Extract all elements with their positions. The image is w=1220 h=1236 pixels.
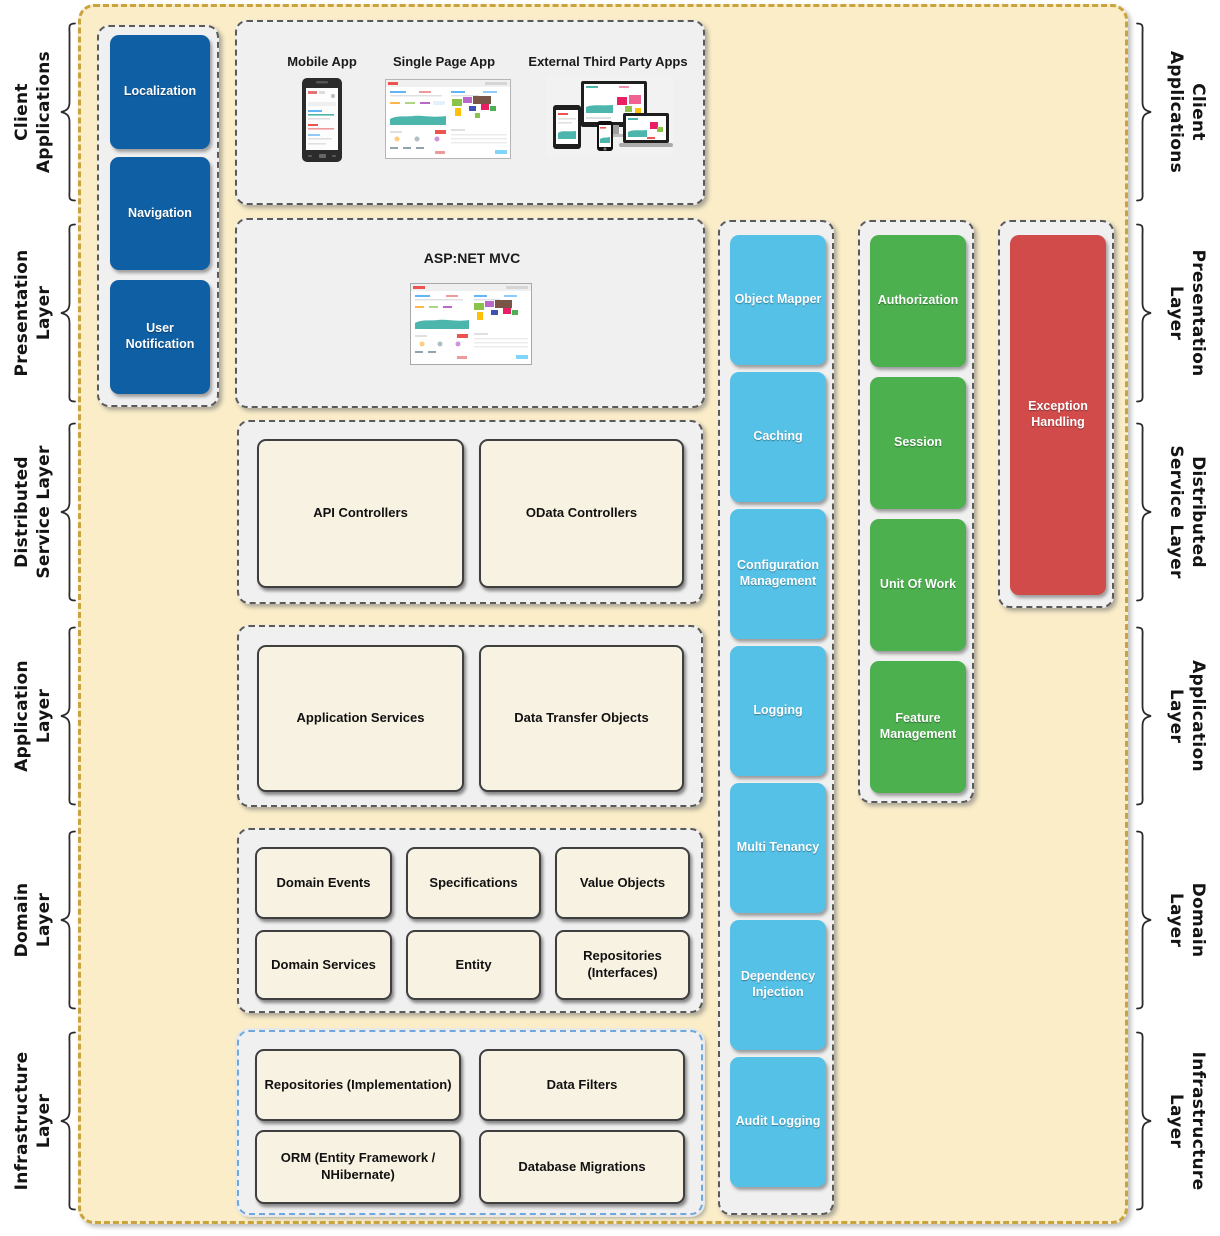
repositories-interfaces-box: Repositories (Interfaces) [555,930,690,1000]
domain-panel: Domain Events Specifications Value Objec… [237,828,703,1013]
ui-services-panel: Localization Navigation User Notificatio… [97,25,219,407]
user-notification-box: User Notification [110,280,210,394]
domain-events-box: Domain Events [255,847,392,919]
mobile-app-image [300,77,344,168]
layer-brace [58,830,78,1010]
external-apps-label: External Third Party Apps [528,54,688,69]
specifications-box: Specifications [406,847,541,919]
infrastructure-panel: Repositories (Implementation) Data Filte… [237,1030,703,1215]
data-transfer-objects-box: Data Transfer Objects [479,645,684,792]
value-objects-box: Value Objects [555,847,690,919]
domain-services-box: Domain Services [255,930,392,1000]
multi-tenancy-box: Multi Tenancy [730,783,826,913]
audit-logging-box: Audit Logging [730,1057,826,1187]
presentation-panel: ASP:NET MVC [235,218,705,408]
client-apps-panel: Mobile App Single Page App External Thir… [235,20,705,205]
layer-brace [1134,422,1154,602]
layer-brace [1134,830,1154,1010]
orm-box: ORM (Entity Framework / NHibernate) [255,1130,461,1204]
application-services-box: Application Services [257,645,464,792]
layer-brace [1134,22,1154,202]
layer-brace [58,223,78,403]
exception-handling-box: Exception Handling [1010,235,1106,595]
layer-brace [1134,1031,1154,1211]
layer-brace [58,422,78,602]
navigation-box: Navigation [110,157,210,270]
authorization-box: Authorization [870,235,966,367]
distributed-service-panel: API Controllers OData Controllers [237,420,703,604]
aspnet-mvc-image [410,283,532,370]
cross-cutting-column-1: Object Mapper Caching Configuration Mana… [718,220,834,1215]
odata-controllers-box: OData Controllers [479,439,684,588]
single-page-app-image [385,79,511,164]
application-panel: Application Services Data Transfer Objec… [237,625,703,807]
cross-cutting-column-2: Authorization Session Unit Of Work Featu… [858,220,974,803]
configuration-management-box: Configuration Management [730,509,826,639]
cross-cutting-column-3: Exception Handling [998,220,1114,608]
mobile-app-label: Mobile App [287,54,357,69]
layer-brace [58,1031,78,1211]
repositories-implementation-box: Repositories (Implementation) [255,1049,461,1121]
entity-box: Entity [406,930,541,1000]
session-box: Session [870,377,966,509]
logging-box: Logging [730,646,826,776]
layer-brace [58,626,78,806]
layer-brace [1134,223,1154,403]
single-page-app-label: Single Page App [392,54,496,69]
layer-brace [58,22,78,202]
object-mapper-box: Object Mapper [730,235,826,365]
caching-box: Caching [730,372,826,502]
unit-of-work-box: Unit Of Work [870,519,966,651]
world-map-blobs [452,96,496,118]
feature-management-box: Feature Management [870,661,966,793]
api-controllers-box: API Controllers [257,439,464,588]
aspnet-mvc-label: ASP:NET MVC [423,250,521,266]
database-migrations-box: Database Migrations [479,1130,685,1204]
external-apps-image [547,77,673,162]
dependency-injection-box: Dependency Injection [730,920,826,1050]
layer-brace [1134,626,1154,806]
data-filters-box: Data Filters [479,1049,685,1121]
localization-box: Localization [110,35,210,149]
